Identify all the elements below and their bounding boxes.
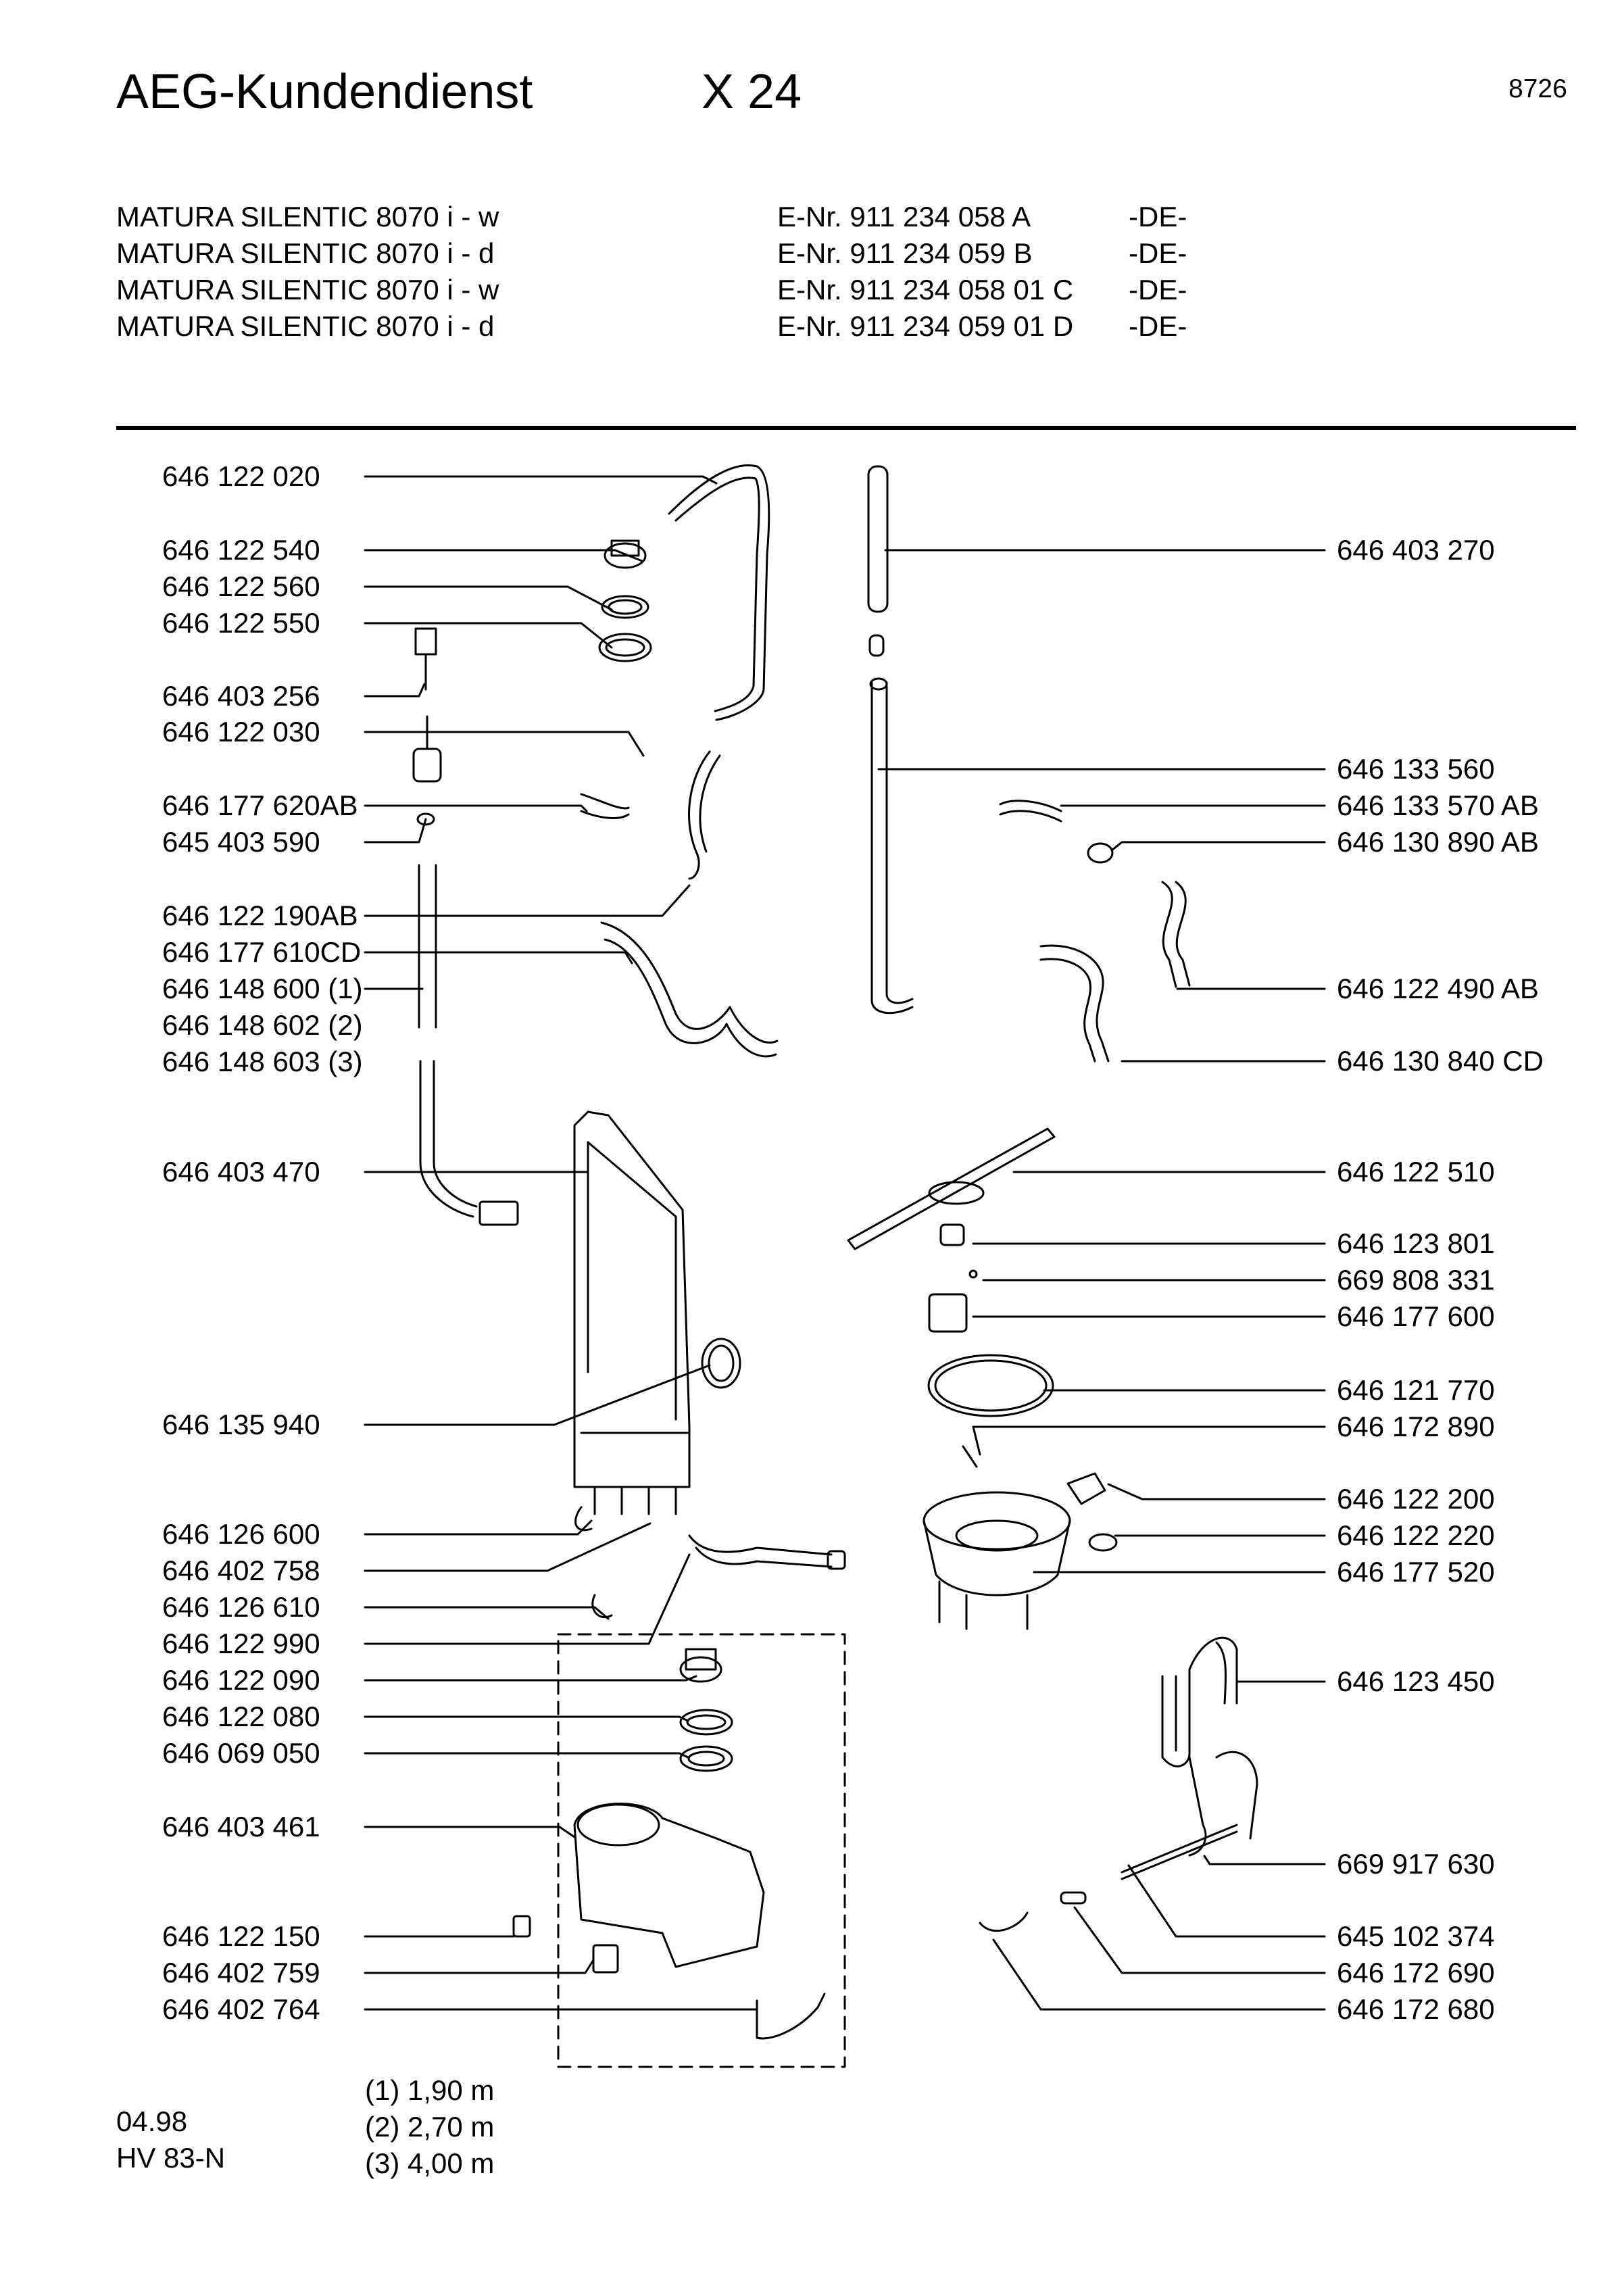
part-number-left: 646 122 990 <box>162 1628 320 1659</box>
vertical-pipe-sketch <box>867 465 914 1015</box>
connector-hose-sketch <box>574 1506 846 1619</box>
model-country: -DE- <box>1129 201 1187 233</box>
part-number-left: 646 122 190AB <box>162 900 358 931</box>
part-number-right: 645 102 374 <box>1337 1920 1495 1952</box>
brand-title: AEG-Kundendienst <box>116 65 533 119</box>
part-number-right: 646 133 560 <box>1337 753 1495 785</box>
part-number-right: 669 808 331 <box>1337 1264 1495 1296</box>
part-number-right: 646 403 270 <box>1337 534 1495 566</box>
model-country: -DE- <box>1129 274 1187 306</box>
footer-code: HV 83-N <box>116 2142 226 2174</box>
part-number-left: 646 403 470 <box>162 1156 320 1188</box>
part-number-left: 646 122 020 <box>162 460 320 492</box>
model-enr: E-Nr. 911 234 059 01 D <box>777 310 1074 342</box>
length-note: (2) 2,70 m <box>365 2111 495 2143</box>
model-name: MATURA SILENTIC 8070 i - d <box>116 310 495 342</box>
footer-date: 04.98 <box>116 2105 188 2137</box>
part-number-left: 646 135 940 <box>162 1409 320 1440</box>
part-number-left: 646 402 764 <box>162 1993 320 2025</box>
part-number-left: 646 122 080 <box>162 1701 320 1732</box>
part-number-right: 646 177 520 <box>1337 1556 1495 1588</box>
part-number-right: 646 122 200 <box>1337 1483 1495 1515</box>
header-rule <box>116 426 1576 430</box>
part-number-right: 646 122 220 <box>1337 1519 1495 1551</box>
part-number-right: 646 177 600 <box>1337 1300 1495 1332</box>
left-leader-lines <box>364 475 758 2011</box>
part-number-left: 646 122 550 <box>162 607 320 639</box>
part-number-right: 646 130 840 CD <box>1337 1045 1544 1077</box>
model-enr: E-Nr. 911 234 058 A <box>777 201 1031 233</box>
part-number-right: 646 121 770 <box>1337 1374 1495 1406</box>
part-number-right: 646 133 570 AB <box>1337 789 1539 821</box>
valve-fittings <box>412 627 630 826</box>
part-number-right: 646 172 690 <box>1337 1957 1495 1988</box>
part-number-left: 646 403 256 <box>162 680 320 712</box>
part-number-right: 646 172 680 <box>1337 1993 1495 2025</box>
part-number-left: 646 403 461 <box>162 1811 320 1842</box>
model-country: -DE- <box>1129 237 1187 269</box>
model-country: -DE- <box>1129 310 1187 342</box>
part-number-right: 646 130 890 AB <box>1337 826 1539 858</box>
part-number-left: 645 403 590 <box>162 826 320 858</box>
basket-rail-sketch <box>979 1636 1258 1932</box>
softener-parts <box>512 1648 826 2040</box>
length-note: (3) 4,00 m <box>365 2147 495 2179</box>
water-softener-box <box>557 1633 846 2068</box>
part-number-left: 646 122 540 <box>162 534 320 566</box>
air-duct-panel <box>573 1110 741 1515</box>
part-number-left: 646 148 600 (1) <box>162 973 363 1004</box>
part-number-left: 646 126 600 <box>162 1518 320 1550</box>
curved-hose-sketch <box>600 750 779 1058</box>
right-hoses-sketch <box>999 800 1191 1062</box>
part-number-left: 646 122 030 <box>162 716 320 748</box>
filter-ring-and-sump <box>923 1354 1118 1630</box>
length-note: (1) 1,90 m <box>365 2074 495 2106</box>
part-number-left: 646 177 610CD <box>162 936 362 968</box>
page-number: 8726 <box>1508 74 1567 103</box>
part-number-left: 646 402 759 <box>162 1957 320 1988</box>
part-number-left: 646 402 758 <box>162 1555 320 1586</box>
sheet-id: X 24 <box>702 65 802 119</box>
part-number-right: 646 123 801 <box>1337 1227 1495 1259</box>
model-name: MATURA SILENTIC 8070 i - d <box>116 237 495 269</box>
part-number-left: 646 148 603 (3) <box>162 1046 363 1077</box>
part-number-left: 646 122 090 <box>162 1664 320 1696</box>
model-enr: E-Nr. 911 234 058 01 C <box>777 274 1074 306</box>
part-number-left: 646 177 620AB <box>162 789 358 821</box>
part-number-left: 646 122 150 <box>162 1920 320 1952</box>
model-enr: E-Nr. 911 234 059 B <box>777 237 1033 269</box>
drain-hose-sketch <box>418 864 519 1226</box>
model-name: MATURA SILENTIC 8070 i - w <box>116 274 499 306</box>
part-number-left: 646 069 050 <box>162 1737 320 1769</box>
part-number-left: 646 148 602 (2) <box>162 1009 363 1041</box>
part-number-right: 669 917 630 <box>1337 1848 1495 1880</box>
part-number-left: 646 126 610 <box>162 1591 320 1623</box>
spray-arm-sketch <box>847 1127 1056 1333</box>
upper-hose-sketch <box>668 464 770 721</box>
right-leader-lines <box>877 549 1326 2011</box>
part-number-right: 646 122 510 <box>1337 1156 1495 1188</box>
part-number-right: 646 172 890 <box>1337 1411 1495 1442</box>
vent-cap-assembly <box>598 539 652 662</box>
part-number-right: 646 123 450 <box>1337 1665 1495 1697</box>
model-name: MATURA SILENTIC 8070 i - w <box>116 201 499 233</box>
part-number-right: 646 122 490 AB <box>1337 973 1539 1004</box>
part-number-left: 646 122 560 <box>162 570 320 602</box>
